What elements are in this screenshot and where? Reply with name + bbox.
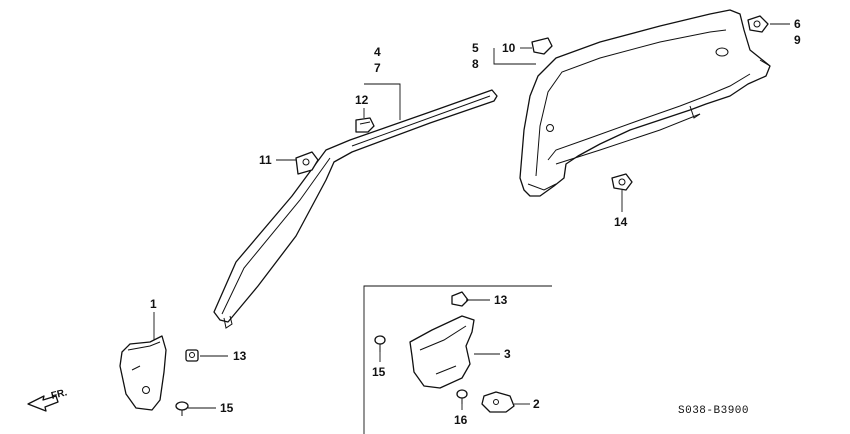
- leader-lines: [153, 23, 790, 410]
- bracket-2: [481, 391, 515, 413]
- diagram-code: S038-B3900: [678, 405, 749, 417]
- fastener-13-left: [185, 349, 199, 362]
- callout-15-inset: 15: [372, 365, 386, 379]
- callout-6: 6: [794, 17, 801, 31]
- screw-16: [456, 389, 468, 404]
- callout-11: 11: [259, 153, 272, 167]
- callout-14: 14: [614, 215, 628, 229]
- front-direction-arrow: FR.: [27, 387, 69, 412]
- callout-4: 4: [374, 45, 381, 59]
- front-direction-label: FR.: [50, 387, 69, 402]
- inset-frame: [363, 285, 552, 434]
- callout-15-left: 15: [220, 401, 234, 415]
- callout-16: 16: [454, 413, 468, 427]
- kick-panel: [119, 335, 167, 411]
- fastener-13-inset: [451, 291, 469, 307]
- callout-5: 5: [472, 41, 479, 55]
- clip-12: [355, 117, 375, 133]
- screw-15-inset: [374, 335, 386, 352]
- callout-3: 3: [504, 347, 511, 361]
- clip-10: [531, 37, 553, 55]
- callout-8: 8: [472, 57, 479, 71]
- quarter-trim-panel: [519, 9, 771, 197]
- callout-9: 9: [794, 33, 801, 47]
- fastener-6-9: [747, 15, 769, 33]
- callout-1: 1: [150, 297, 157, 311]
- callout-13-inset: 13: [494, 293, 508, 307]
- callout-7: 7: [374, 61, 381, 75]
- front-pillar-garnish: [213, 89, 498, 329]
- callout-12: 12: [355, 93, 369, 107]
- side-cover: [409, 315, 475, 389]
- callout-13-left: 13: [233, 349, 247, 363]
- clip-11: [295, 151, 319, 175]
- callout-2: 2: [533, 397, 540, 411]
- callout-10: 10: [502, 41, 516, 55]
- screw-15-left: [175, 401, 189, 416]
- screw-14: [611, 173, 633, 191]
